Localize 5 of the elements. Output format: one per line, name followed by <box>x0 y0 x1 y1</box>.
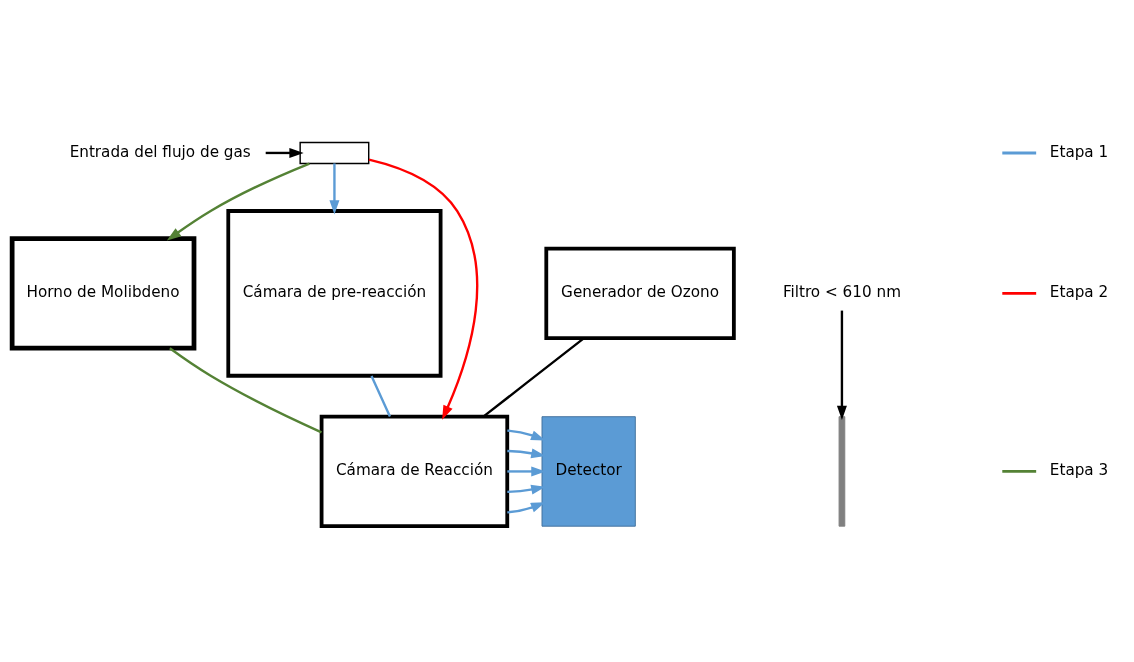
legend-label: Etapa 1 <box>1049 142 1109 161</box>
node-text: Filtro < 610 nm <box>782 283 901 302</box>
legend-label: Etapa 3 <box>1049 461 1109 480</box>
node-text: Entrada del flujo de gas <box>69 142 251 161</box>
legend-label: Etapa 2 <box>1049 283 1109 302</box>
